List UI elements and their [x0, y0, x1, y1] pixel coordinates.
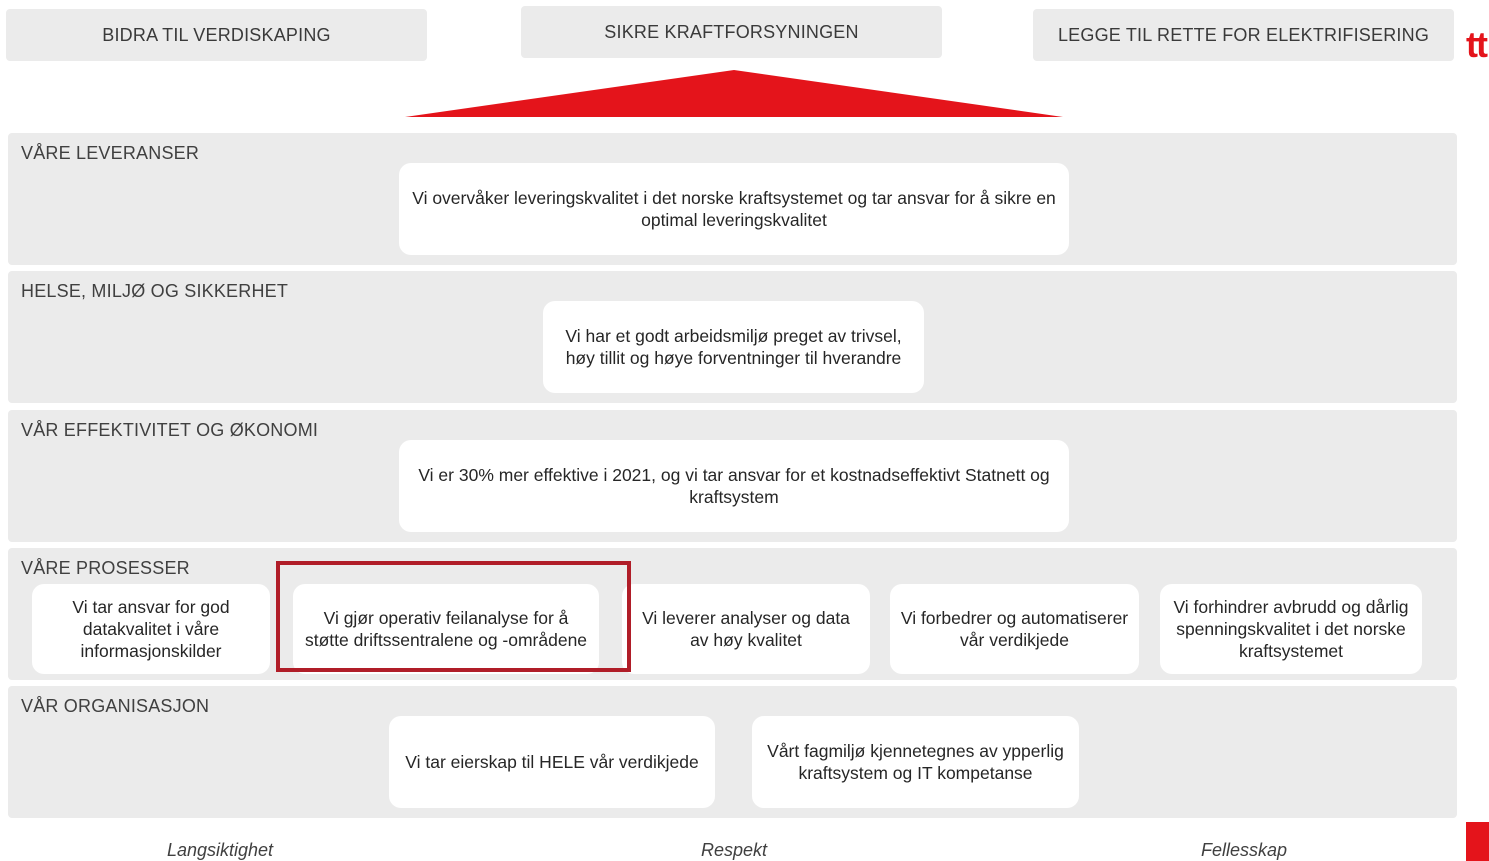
card-fagmiljo: Vårt fagmiljø kjennetegnes av ypperlig k… [752, 716, 1079, 808]
goal-label: BIDRA TIL VERDISKAPING [102, 24, 331, 45]
card-datakvalitet: Vi tar ansvar for god datakvalitet i vår… [32, 584, 270, 674]
highlight-frame [276, 561, 631, 672]
value-fellesskap: Fellesskap [1200, 840, 1288, 860]
card-eierskap: Vi tar eierskap til HELE vår verdikjede [389, 716, 715, 808]
band-title: VÅR EFFEKTIVITET OG ØKONOMI [21, 420, 319, 440]
band-title: VÅRE PROSESSER [21, 558, 190, 578]
value-langsiktighet: Langsiktighet [166, 840, 274, 860]
band-title: VÅRE LEVERANSER [21, 143, 200, 163]
goal-label: SIKRE KRAFTFORSYNINGEN [604, 21, 859, 42]
logo-fragment: tt [1466, 24, 1488, 65]
goal-box-elektrifisering: LEGGE TIL RETTE FOR ELEKTRIFISERING [1033, 9, 1454, 61]
card-hms: Vi har et godt arbeidsmiljø preget av tr… [543, 301, 924, 393]
goal-label: LEGGE TIL RETTE FOR ELEKTRIFISERING [1057, 24, 1430, 45]
goal-box-verdiskaping: BIDRA TIL VERDISKAPING [6, 9, 427, 61]
goal-box-kraftforsyning: SIKRE KRAFTFORSYNINGEN [521, 6, 942, 58]
card-feilanalyse: Vi gjør operativ feilanalyse for å støtt… [293, 584, 599, 674]
card-analyser: Vi leverer analyser og data av høy kvali… [622, 584, 870, 674]
red-roof-triangle [405, 70, 1063, 117]
card-automatisering: Vi forbedrer og automatiserer vår verdik… [890, 584, 1139, 674]
red-corner-mark [1466, 822, 1489, 861]
card-leveranser: Vi overvåker leveringskvalitet i det nor… [399, 163, 1069, 255]
value-respekt: Respekt [700, 840, 768, 860]
band-organisasjon: VÅR ORGANISASJON [8, 686, 1457, 818]
card-avbrudd: Vi forhindrer avbrudd og dårlig spenning… [1160, 584, 1422, 674]
card-effektivitet: Vi er 30% mer effektive i 2021, og vi ta… [399, 440, 1069, 532]
band-title: HELSE, MILJØ OG SIKKERHET [21, 281, 289, 301]
band-title: VÅR ORGANISASJON [21, 696, 210, 716]
